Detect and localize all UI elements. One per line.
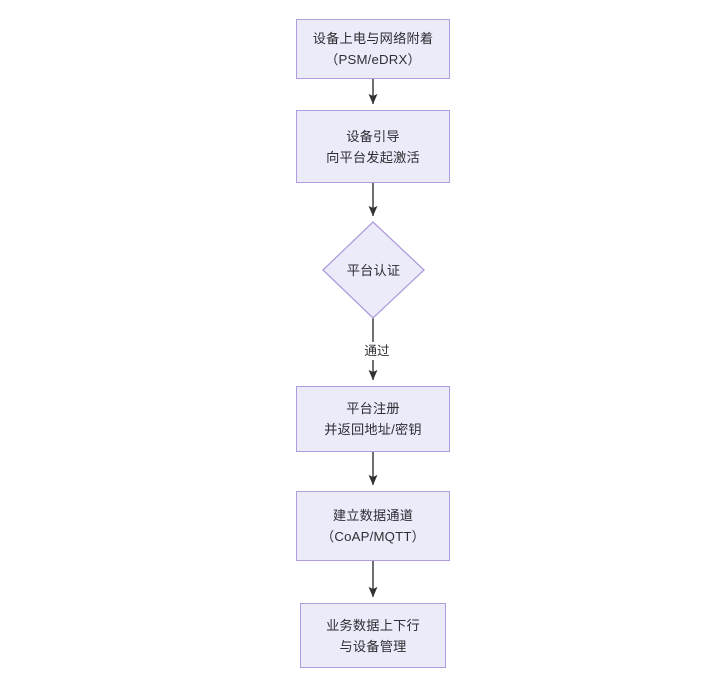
node-power-on[interactable]: 设备上电与网络附着 （PSM/eDRX） bbox=[296, 19, 450, 79]
node-platform-register[interactable]: 平台注册 并返回地址/密钥 bbox=[296, 386, 450, 452]
node-platform-auth-label: 平台认证 bbox=[346, 262, 401, 278]
node-data-exchange[interactable]: 业务数据上下行 与设备管理 bbox=[300, 603, 446, 668]
node-platform-auth[interactable]: 平台认证 bbox=[323, 222, 424, 318]
node-data-channel[interactable]: 建立数据通道 （CoAP/MQTT） bbox=[296, 491, 450, 561]
edge-label-pass: 通过 bbox=[352, 342, 402, 360]
node-bootstrap[interactable]: 设备引导 向平台发起激活 bbox=[296, 110, 450, 183]
